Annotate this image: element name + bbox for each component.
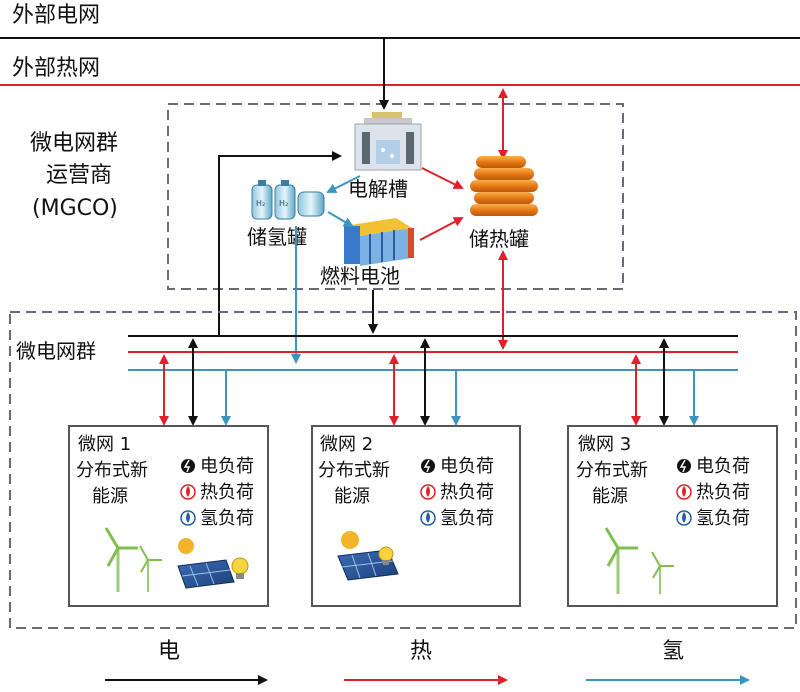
mg1-load-electric: 电负荷 (200, 456, 254, 477)
legend-hydrogen: 氢 (586, 639, 750, 685)
microgrid-2: 微网 2 分布式新 能源 电负荷 热负荷 氢负荷 (311, 425, 521, 607)
mg2-load-heat: 热负荷 (440, 482, 494, 503)
mg3-hydrogen-load-icon (676, 510, 692, 526)
legend-heat-label: 热 (410, 639, 432, 664)
electrolyzer-to-h2tank-arrow (326, 175, 361, 193)
mg3-wind-turbine-icon (604, 527, 674, 594)
external-power-grid-label: 外部电网 (12, 3, 100, 28)
legend-electricity-label: 电 (158, 639, 180, 664)
legend-hydrogen-label: 氢 (662, 639, 684, 664)
mg1-hydrogen-load-icon (180, 510, 196, 526)
electrolyzer-icon (354, 112, 422, 171)
mg2-electric-load-icon (421, 459, 435, 473)
mg1-electric-load-icon (181, 459, 195, 473)
mg2-source-line2: 能源 (334, 486, 370, 507)
mg1-solar-panel-icon (177, 538, 235, 589)
mg3-electric-load-icon (677, 459, 691, 473)
mg3-source-line2: 能源 (592, 486, 628, 507)
operator-label-line1: 微电网群 (30, 131, 118, 156)
microgrid-1: 微网 1 分布式新 能源 电负荷 热负荷 氢负荷 (68, 425, 269, 607)
mg1-load-hydrogen: 氢负荷 (200, 508, 254, 529)
external-heat-grid-label: 外部热网 (12, 56, 100, 81)
mg1-wind-turbine-icon (104, 527, 162, 592)
mg3-load-hydrogen: 氢负荷 (696, 508, 750, 529)
h2tank-to-fuelcell-arrow (327, 211, 354, 228)
mg2-load-hydrogen: 氢负荷 (440, 508, 494, 529)
mg1-load-heat: 热负荷 (200, 482, 254, 503)
mg3-title: 微网 3 (578, 434, 631, 455)
mg3-load-electric: 电负荷 (696, 456, 750, 477)
electrolyzer-label: 电解槽 (348, 177, 408, 201)
mg1-heat-load-icon (180, 484, 196, 500)
mg1-title: 微网 1 (78, 434, 131, 455)
operator-label-line2: 运营商 (46, 163, 112, 188)
mg2-heat-load-icon (420, 484, 436, 500)
cluster-power-to-electrolyzer (218, 151, 342, 336)
cluster-box (9, 311, 797, 629)
external-power-grid: 外部电网 (0, 3, 800, 39)
cluster-label: 微电网群 (16, 339, 96, 363)
legend: 电 热 氢 (105, 639, 750, 685)
mg1-source-line1: 分布式新 (76, 460, 148, 481)
fuel-cell-label: 燃料电池 (320, 264, 400, 288)
operator-box (167, 103, 624, 290)
legend-electricity: 电 (105, 639, 268, 685)
mg2-load-electric: 电负荷 (440, 456, 494, 477)
mg2-hydrogen-load-icon (420, 510, 436, 526)
hydrogen-tank-label: 储氢罐 (247, 225, 307, 249)
legend-heat: 热 (344, 639, 508, 685)
svg-text:H₂: H₂ (279, 199, 288, 208)
heat-storage-label: 储热罐 (469, 227, 529, 251)
hydrogen-tank-icon: H₂ H₂ (251, 180, 325, 220)
mg3-source-line1: 分布式新 (576, 460, 648, 481)
mg3-load-heat: 热负荷 (696, 482, 750, 503)
mg1-source-line2: 能源 (92, 486, 128, 507)
external-heat-grid: 外部热网 (0, 56, 800, 86)
heat-storage-icon (470, 156, 538, 216)
fuelcell-to-heat-arrow (419, 217, 464, 241)
fuel-cell-icon (344, 218, 414, 266)
microgrid-3: 微网 3 分布式新 能源 电负荷 热负荷 氢负荷 (567, 425, 778, 607)
mg2-source-line1: 分布式新 (318, 460, 390, 481)
mg2-bulb-icon (378, 546, 394, 565)
mg2-title: 微网 2 (320, 434, 373, 455)
mg3-heat-load-icon (676, 484, 692, 500)
mg1-bulb-icon (231, 557, 249, 579)
svg-text:H₂: H₂ (256, 199, 265, 208)
operator-label-line3: (MGCO) (32, 196, 118, 221)
electrolyzer-to-heat-arrow (421, 167, 464, 189)
